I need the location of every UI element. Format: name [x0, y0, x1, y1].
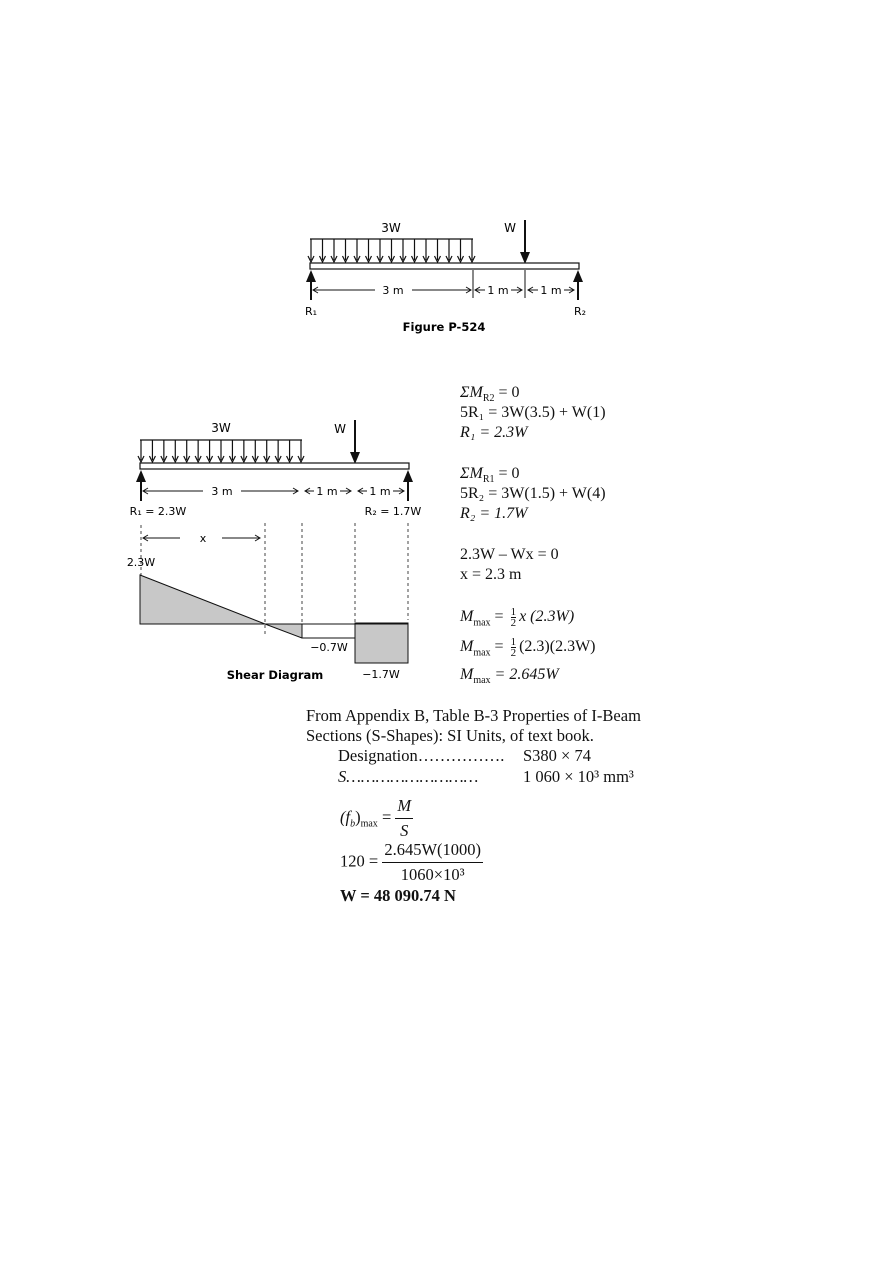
reaction-r1-arrow — [136, 470, 146, 501]
paragraph-line-2: Sections (S-Shapes): SI Units, of text b… — [306, 726, 594, 745]
reaction-r1-arrow — [306, 270, 316, 300]
load-arrowhead — [194, 455, 202, 464]
shear-negative-region — [264, 622, 409, 664]
load-arrowhead — [148, 455, 156, 464]
dim-3m-label: 3 m — [211, 485, 232, 498]
load-arrowhead — [410, 255, 419, 264]
load-arrowhead — [183, 455, 191, 464]
r2-label: R₂ = 1.7W — [365, 505, 422, 518]
section-modulus-row: S……………………… 1 060 × 10³ mm³ — [338, 767, 738, 787]
shear-diagram-caption: Shear Diagram — [227, 668, 324, 682]
result-x: x = 2.3 m — [460, 566, 522, 583]
equation-r2: 5R₂ = 3W(1.5) + W(4) — [460, 485, 606, 502]
r1-label: R₁ = 2.3W — [130, 505, 187, 518]
distributed-load-arrows — [307, 238, 476, 264]
distributed-load-label: 3W — [381, 221, 401, 235]
load-arrowhead — [445, 255, 453, 264]
shear-value-end: −1.7W — [362, 668, 400, 681]
result-r1: R₁ = 2.3W — [460, 424, 528, 441]
load-arrowhead — [468, 255, 476, 264]
dimension-line — [142, 487, 405, 495]
load-arrowhead — [160, 455, 168, 464]
point-load-arrowhead — [520, 252, 530, 264]
result-r2: R₂ = 1.7W — [460, 505, 528, 522]
shear-positive-region — [139, 574, 266, 625]
designation-row: Designation……………. S380 × 74 — [338, 746, 738, 766]
load-arrowhead — [364, 255, 373, 264]
load-arrowhead — [387, 255, 396, 264]
load-arrowhead — [422, 255, 430, 264]
dim-1m-label: 1 m — [316, 485, 337, 498]
load-arrowhead — [286, 455, 294, 464]
load-arrowhead — [297, 455, 305, 464]
load-arrowhead — [376, 255, 384, 264]
load-arrowhead — [399, 255, 407, 264]
load-arrowhead — [171, 455, 179, 464]
r1-label: R₁ — [305, 305, 317, 318]
equation-sum-moments-r1: ΣMR1 = 0 — [460, 465, 520, 486]
result-mmax: Mmax = 2.645W — [460, 666, 559, 687]
reaction-r2-arrow — [573, 270, 583, 300]
equation-r1: 5R₁ = 3W(3.5) + W(1) — [460, 404, 606, 421]
load-arrowhead — [353, 255, 361, 264]
designation-value: S380 × 74 — [523, 746, 591, 765]
distributed-load-label: 3W — [211, 421, 231, 435]
section-modulus-value: 1 060 × 10³ mm³ — [523, 767, 634, 786]
load-arrowhead — [456, 255, 465, 264]
beam — [139, 462, 410, 470]
beam — [309, 262, 580, 270]
shear-value-start: 2.3W — [127, 556, 155, 569]
distributed-load-arrows — [137, 439, 305, 464]
point-load-arrowhead — [350, 452, 360, 464]
equation-120: 120 = 2.645W(1000)1060×10³ — [340, 840, 484, 884]
load-arrowhead — [307, 255, 315, 264]
shear-value-mid: −0.7W — [310, 641, 348, 654]
section-dashed-lines — [140, 523, 409, 635]
shear-diagram-figure: 3W W 3 m 1 m 1 m R₁ = 2.3W R₂ = 1.7W x — [127, 420, 422, 682]
result-w: W = 48 090.74 N — [340, 886, 456, 905]
dim-3m-label: 3 m — [382, 284, 403, 297]
paragraph-line-1: From Appendix B, Table B-3 Properties of… — [306, 706, 641, 725]
designation-label: Designation……………. — [338, 746, 505, 765]
load-arrowhead — [137, 455, 145, 464]
load-arrowhead — [318, 255, 327, 264]
r2-label: R₂ — [574, 305, 586, 318]
equation-shear-zero: 2.3W – Wx = 0 — [460, 546, 559, 563]
point-load-label: W — [334, 422, 346, 436]
dim-1m-label: 1 m — [540, 284, 561, 297]
load-arrowhead — [330, 255, 338, 264]
figure-caption: Figure P-524 — [403, 320, 486, 334]
load-arrowhead — [274, 455, 282, 464]
load-arrowhead — [206, 455, 214, 464]
dim-1m-label: 1 m — [369, 485, 390, 498]
dim-1m-label: 1 m — [487, 284, 508, 297]
x-label: x — [200, 532, 207, 545]
section-modulus-label: S……………………… — [338, 767, 479, 786]
load-arrowhead — [341, 255, 350, 264]
x-dimension-line — [142, 534, 261, 542]
point-load-label: W — [504, 221, 516, 235]
load-arrowhead — [433, 255, 442, 264]
dimension-line — [312, 270, 575, 298]
load-arrowhead — [251, 455, 259, 464]
reaction-r2-arrow — [403, 470, 413, 501]
load-arrowhead — [240, 455, 248, 464]
equation-sum-moments-r2: ΣMR2 = 0 — [460, 384, 520, 405]
figure-p524: 3W W R₁ R₂ 3 m 1 m 1 m Figure P-524 — [305, 220, 586, 334]
load-arrowhead — [217, 455, 225, 464]
load-arrowhead — [228, 455, 236, 464]
load-arrowhead — [263, 455, 271, 464]
